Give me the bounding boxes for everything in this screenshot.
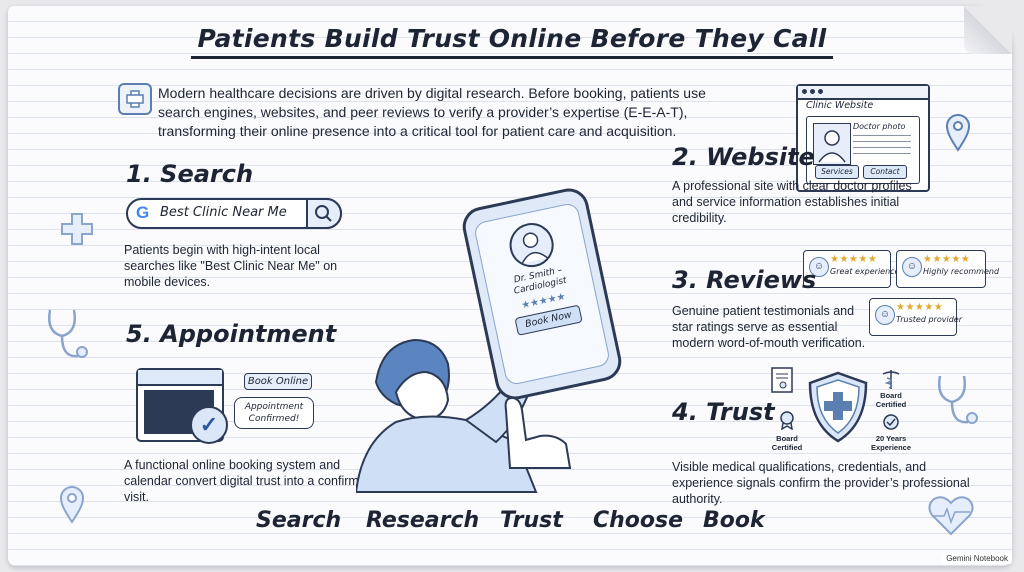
review-label: Highly recommend: [923, 267, 1000, 276]
phone-screen: Dr. Smith – Cardiologist ★★★★★ Book Now: [472, 201, 612, 387]
shield-icon: [806, 370, 870, 444]
smiley-icon: ☺: [902, 257, 922, 277]
text-lines: [853, 135, 911, 157]
plus-icon: [60, 212, 94, 251]
reviews-heading: 3. Reviews: [672, 266, 817, 294]
journey-step: Trust: [500, 508, 563, 533]
trust-heading: 4. Trust: [672, 398, 775, 426]
location-pin-icon: [944, 112, 972, 157]
badge-label: Board Certified: [771, 434, 803, 452]
hand-illustration: [470, 340, 600, 475]
smiley-icon: ☺: [809, 257, 829, 277]
confirmation-line: Confirmed!: [248, 414, 300, 424]
journey-step: Research: [366, 508, 480, 533]
medical-box-icon: [118, 83, 152, 115]
review-card: ☺ ★★★★★ Great experience!: [803, 250, 903, 288]
confirmation-line: Appointment: [244, 402, 304, 412]
website-title: Clinic Website: [806, 100, 874, 111]
smiley-icon: ☺: [875, 305, 895, 325]
search-heading: 1. Search: [126, 160, 254, 188]
heartbeat-icon: [926, 494, 976, 541]
website-heading: 2. Website: [672, 143, 815, 171]
journey-step: Choose: [593, 508, 684, 533]
badge-label: Board Certified: [875, 391, 907, 409]
review-card: ☺ ★★★★★ Highly recommend: [896, 250, 999, 288]
badge-label: 20 Years Experience: [870, 434, 912, 452]
reviews-text: Genuine patient testimonials and star ra…: [672, 304, 866, 350]
intro-text: Modern healthcare decisions are driven b…: [158, 85, 706, 139]
star-rating: ★★★★★: [923, 254, 971, 265]
search-query: Best Clinic Near Me: [160, 205, 287, 220]
doctor-card: Doctor photo Services Contact: [806, 116, 920, 184]
star-rating: ★★★★★: [896, 302, 944, 313]
person-illustration: [354, 292, 616, 507]
doctor-avatar-icon: [813, 123, 851, 165]
book-online-button[interactable]: Book Online: [244, 373, 312, 390]
confirmation-bubble: Appointment Confirmed!: [234, 397, 314, 429]
appointment-heading: 5. Appointment: [126, 320, 337, 348]
doctor-photo-label: Doctor photo: [853, 122, 906, 131]
certificate-icon: [770, 366, 796, 401]
website-text: A professional site with clear doctor pr…: [672, 179, 912, 225]
journey-step: Search: [256, 508, 342, 533]
services-button[interactable]: Services: [815, 165, 859, 179]
checkmark-badge-icon: [882, 413, 900, 436]
checkmark-icon: ✓: [190, 406, 228, 444]
clinic-website-window: Clinic Website Doctor photo Services Con…: [796, 84, 930, 192]
caduceus-icon: [880, 368, 902, 395]
search-text: Patients begin with high-intent local se…: [124, 243, 338, 289]
badge-icon: [778, 410, 796, 435]
search-icon[interactable]: [306, 198, 342, 229]
watermark: Gemini Notebook: [942, 553, 1012, 564]
appointment-text: A functional online booking system and c…: [124, 458, 373, 504]
doctor-avatar-icon: [505, 218, 558, 272]
star-rating: ★★★★★: [830, 254, 878, 265]
review-card: ☺ ★★★★★ Trusted provider: [869, 298, 962, 336]
stethoscope-icon: [42, 306, 92, 371]
review-label: Trusted provider: [896, 315, 962, 324]
page-fold: [964, 6, 1012, 54]
search-bar[interactable]: G Best Clinic Near Me: [126, 198, 342, 229]
trust-text: Visible medical qualifications, credenti…: [672, 460, 970, 506]
page-title: Patients Build Trust Online Before They …: [0, 24, 1024, 59]
review-label: Great experience!: [830, 267, 903, 276]
google-icon: G: [136, 203, 150, 222]
journey-step: Book: [703, 508, 765, 533]
smartphone: Dr. Smith – Cardiologist ★★★★★ Book Now: [459, 184, 625, 404]
location-pin-icon: [58, 484, 86, 529]
stethoscope-icon: [932, 372, 982, 437]
contact-button[interactable]: Contact: [863, 165, 907, 179]
